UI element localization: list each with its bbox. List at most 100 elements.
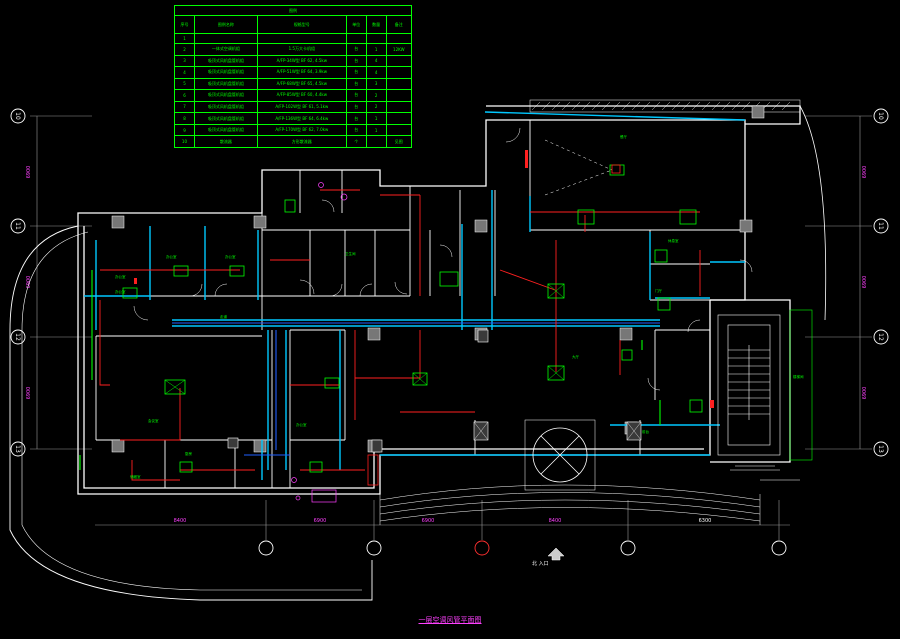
legend-cell	[385, 77, 413, 91]
legend-cell: 台	[345, 123, 367, 137]
legend-cell: 1	[365, 42, 387, 56]
legend-cell: 4	[365, 66, 387, 79]
entrance-rotunda	[524, 419, 596, 491]
legend-header: 规格型号	[256, 14, 347, 35]
axis-label-left-1: 10	[14, 112, 21, 120]
legend-cell	[365, 33, 387, 44]
legend-cell: 10	[174, 135, 195, 148]
legend-cell: A/FP-68W型 BF 65, 4.5kw	[256, 77, 347, 91]
legend-cell: 散流器	[193, 135, 258, 148]
legend-header: 数量	[365, 14, 387, 35]
legend-cell: 1	[365, 123, 387, 137]
legend-header: 备注	[385, 14, 413, 35]
entrance-steps	[379, 479, 800, 525]
dim-bottom-5: 6300	[699, 518, 712, 524]
legend-cell: 6	[174, 89, 195, 102]
axis-label-right-2: 11	[877, 222, 884, 230]
dim-bottom-4: 8400	[549, 518, 562, 524]
legend-cell	[385, 89, 413, 102]
legend-cell	[385, 112, 413, 125]
condensate-pipes	[79, 270, 661, 470]
legend-cell: 9	[174, 123, 195, 137]
supply-duct	[84, 111, 746, 480]
projection-lines	[544, 139, 613, 196]
room-label-5: 会议室	[148, 418, 159, 423]
room-label-10: 大厅	[572, 354, 580, 359]
legend-cell	[385, 66, 413, 79]
legend-cell: 吸顶式风机盘管机组	[193, 54, 258, 68]
room-label-15: 楼梯间	[793, 374, 804, 379]
axis-label-left-4: 13	[14, 445, 21, 453]
legend-cell: 台	[345, 112, 367, 125]
legend-cell: 1	[365, 112, 387, 125]
axis-label-right-4: 13	[877, 445, 884, 453]
return-duct	[172, 322, 660, 456]
legend-cell: 7	[174, 100, 195, 114]
room-label-12: 休息室	[668, 238, 679, 243]
legend-cell: 台	[345, 66, 367, 79]
room-label-9: 走道	[220, 314, 227, 319]
legend-caption: 图例	[174, 5, 412, 16]
legend-cell: 吸顶式风机盘管机组	[193, 112, 258, 125]
roof-hatch	[529, 99, 801, 113]
stairwell	[717, 309, 813, 471]
legend-cell: 方形散流器	[256, 135, 347, 148]
valve-markers	[291, 182, 348, 503]
refrigerant-pipes	[99, 189, 701, 481]
room-label-2: 办公室	[225, 254, 236, 259]
legend-cell: 2	[365, 89, 387, 102]
legend-cell: 4	[365, 54, 387, 68]
legend-cell	[385, 100, 413, 114]
room-label-14: 前台	[642, 429, 650, 434]
legend-cell	[385, 54, 413, 68]
room-label-1: 办公室	[166, 254, 177, 259]
north-label: 北 入口	[532, 561, 549, 567]
dim-right-3: 6900	[862, 387, 868, 400]
dim-left-2: 6900	[26, 276, 32, 289]
legend-cell: 4	[174, 66, 195, 79]
legend-cell: 吸顶式风机盘管机组	[193, 89, 258, 102]
room-label-4: 办公室	[115, 289, 126, 294]
room-label-13: 门厅	[655, 288, 663, 293]
legend-cell: 2	[174, 42, 195, 56]
legend-cell: 8	[174, 112, 195, 125]
legend-cell: 台	[345, 100, 367, 114]
dim-bottom-3: 6900	[422, 518, 435, 524]
legend-cell	[345, 33, 367, 44]
legend-cell: 台	[345, 42, 367, 56]
room-label-11: 餐厅	[620, 134, 628, 139]
axis-label-left-3: 12	[14, 333, 21, 341]
dim-left-1: 6900	[26, 166, 32, 179]
dim-right-1: 6900	[862, 166, 868, 179]
legend-cell: 吸顶式风机盘管机组	[193, 66, 258, 79]
axis-lines	[30, 115, 872, 540]
legend-row: 1	[174, 33, 413, 44]
legend-cell: A/FP-51W型 BF 64, 3.9kw	[256, 66, 347, 79]
legend-cell: 一体式空调机组	[193, 42, 258, 56]
axis-bubbles-bottom	[258, 540, 787, 556]
axis-label-right-3: 12	[877, 333, 884, 341]
curved-wall	[9, 225, 373, 601]
fan-coil-units	[122, 164, 703, 473]
legend-cell: A/FP-102W型 BF 61, 5.1kw	[256, 100, 347, 114]
legend-cell: A/FP-85W型 BF 60, 4.4kw	[256, 89, 347, 102]
legend-cell: A/FP-136W型 BF 64, 6.4kw	[256, 112, 347, 125]
room-label-6: 厨房	[185, 451, 192, 456]
legend-cell: 吸顶式风机盘管机组	[193, 77, 258, 91]
dim-left-3: 6900	[26, 387, 32, 400]
legend-header-row: 序号 图例名称 规格型号 单位 数量 备注	[174, 14, 413, 35]
north-arrow	[547, 547, 565, 561]
columns	[111, 105, 765, 453]
legend-cell	[365, 135, 387, 148]
legend-header: 图例名称	[193, 14, 258, 35]
